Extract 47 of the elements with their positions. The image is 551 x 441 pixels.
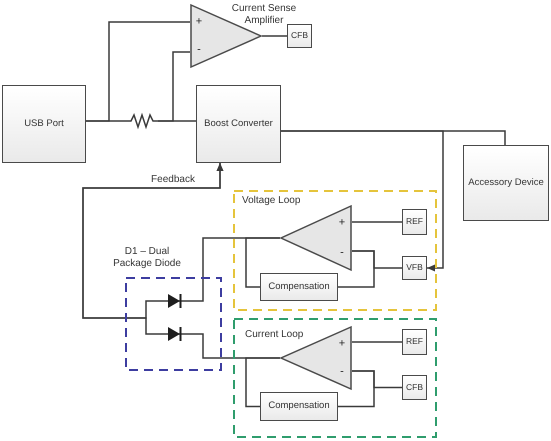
block-label: Boost Converter: [204, 118, 273, 130]
connector-line: [245, 357, 280, 408]
input-polarity-sign: +: [338, 338, 346, 350]
input-polarity-sign: +: [338, 218, 346, 229]
process-box: [402, 375, 427, 400]
input-polarity-sign: -: [340, 366, 344, 378]
connector-line: [158, 51, 190, 122]
process-box: [402, 256, 427, 280]
process-box: [287, 24, 312, 48]
component-caption: Current Sense Amplifier: [230, 3, 298, 27]
group-title: Voltage Loop: [242, 195, 302, 207]
connector-line: [352, 221, 402, 223]
resistor-symbol: [126, 114, 158, 128]
dashed-group-boundary: [233, 318, 437, 438]
process-box: [402, 209, 427, 235]
block-label: USB Port: [24, 118, 64, 130]
op-amp-triangle: [280, 326, 352, 390]
block-label: VFB: [406, 263, 423, 273]
block-label: Compensation: [268, 401, 330, 412]
arrow: [281, 130, 444, 272]
group-title: Current Loop: [245, 329, 304, 341]
op-amp-triangle: [280, 205, 352, 271]
process-box: [2, 85, 86, 163]
diode-symbol: [166, 293, 184, 309]
connector-line: [338, 250, 375, 288]
block-label: REF: [406, 217, 423, 227]
connector-line: [245, 237, 280, 288]
process-box: [463, 145, 549, 221]
process-box: [260, 392, 338, 421]
group-title: D1 – Dual Package Diode: [112, 246, 182, 270]
block-label: CFB: [291, 31, 308, 41]
process-box: [260, 273, 338, 301]
diode-symbol: [166, 326, 184, 342]
process-box: [402, 329, 427, 355]
block-label: Accessory Device: [468, 178, 544, 188]
dashed-group-boundary: [233, 190, 437, 311]
input-polarity-sign: -: [197, 44, 201, 56]
input-polarity-sign: +: [196, 16, 202, 28]
connector-line: [352, 341, 402, 343]
block-label: CFB: [406, 382, 423, 392]
connector-line: [86, 21, 190, 122]
connector-line: [338, 370, 375, 408]
input-polarity-sign: -: [340, 247, 344, 258]
process-box: [196, 85, 281, 163]
connector-line: [262, 35, 287, 37]
block-label: Compensation: [268, 282, 330, 292]
block-label: REF: [406, 337, 423, 347]
